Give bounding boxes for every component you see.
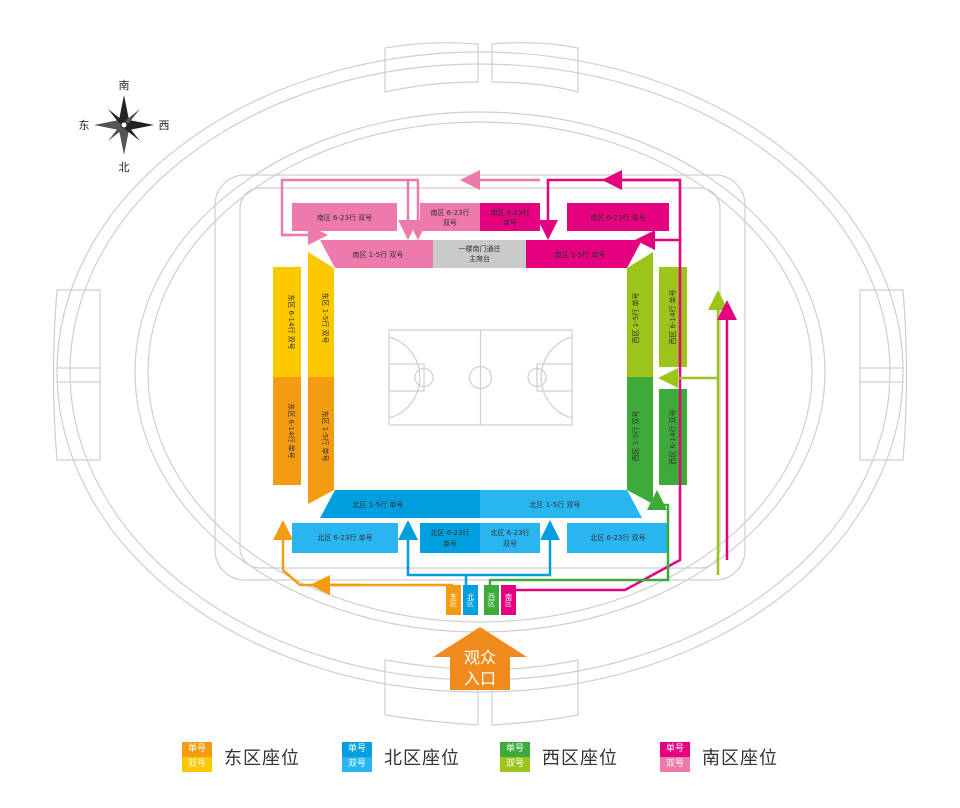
label-n-upper-m2a: 北区 6-23行: [490, 528, 529, 537]
legend-east-swatch: 单号 双号: [182, 742, 212, 772]
label-n-lower-l: 北区 1-5行 单号: [353, 500, 404, 509]
section-north-lower-right[interactable]: [480, 490, 642, 518]
gate-east-label: 东区: [450, 592, 458, 607]
section-south-center: [433, 240, 526, 268]
compass-west: 西: [159, 119, 170, 132]
label-w-inner-top: 西区 1-5行 单号: [631, 293, 640, 344]
compass-icon: 南 北 东 西: [79, 79, 170, 174]
label-n-upper-m2b: 双号: [503, 540, 517, 548]
legend-south-single: 单号: [660, 742, 690, 757]
section-west-inner-bottom[interactable]: [627, 377, 653, 504]
gate-north[interactable]: [463, 585, 478, 615]
section-north-upper-left[interactable]: [292, 523, 398, 553]
legend-south-double: 双号: [660, 757, 690, 772]
section-east-outer-top[interactable]: [273, 267, 301, 377]
label-w-inner-bot: 西区 1-5行 双号: [631, 411, 640, 462]
section-labels: 南区 6-23行 双号 南区 6-23行 双号 南区 6-23行 单号 南区 6…: [287, 208, 677, 548]
legend-north-label: 北区座位: [384, 748, 460, 769]
label-s-lower-l: 南区 1-5行 双号: [353, 250, 404, 259]
label-s-upper-l: 南区 6-23行 双号: [317, 213, 372, 222]
section-west-outer-bottom[interactable]: [659, 389, 687, 485]
label-s-center-a: 一楼南门通往: [459, 244, 501, 253]
label-s-lower-r: 南区 1-5行 单号: [555, 250, 606, 259]
label-e-inner-top: 东区 1-5行 双号: [321, 293, 330, 344]
legend-east: 单号 双号 东区座位: [182, 740, 300, 774]
section-south-lower-left[interactable]: [320, 240, 433, 268]
legend-east-single: 单号: [182, 742, 212, 757]
legend-east-label: 东区座位: [224, 748, 300, 769]
legend-east-double: 双号: [182, 757, 212, 772]
legend-south: 单号 双号 南区座位: [660, 740, 778, 774]
section-south-upper-mid1[interactable]: [420, 203, 480, 231]
legend-south-swatch: 单号 双号: [660, 742, 690, 772]
legend-west: 单号 双号 西区座位: [500, 740, 618, 774]
route-paths: [273, 170, 737, 615]
entrance-line1: 观众: [464, 648, 496, 667]
label-n-lower-r: 北区 1-5行 双号: [530, 500, 581, 509]
label-n-upper-l: 北区 6-23行 单号: [317, 533, 372, 542]
gate-east[interactable]: [446, 585, 461, 615]
label-w-outer-bot: 西区 6-14行 双号: [668, 409, 677, 464]
legend-west-swatch: 单号 双号: [500, 742, 530, 772]
legend-west-label: 西区座位: [542, 748, 618, 769]
legend-west-double: 双号: [500, 757, 530, 772]
gates: 东区 北区 西区 南区: [446, 585, 516, 615]
label-n-upper-r: 北区 6-23行 双号: [590, 533, 645, 542]
section-south-upper-right[interactable]: [567, 203, 669, 231]
entrance-arrow[interactable]: 观众 入口: [433, 627, 527, 690]
label-s-upper-m2a: 南区 6-23行: [490, 208, 529, 217]
section-east-inner-top[interactable]: [308, 252, 334, 377]
compass-north: 北: [119, 161, 130, 174]
legend-north-swatch: 单号 双号: [342, 742, 372, 772]
section-west-inner-top[interactable]: [627, 252, 653, 377]
section-north-lower-left[interactable]: [320, 490, 480, 518]
entrance-line2: 入口: [464, 669, 496, 688]
gate-west[interactable]: [484, 585, 499, 615]
label-s-upper-m1b: 双号: [443, 219, 457, 227]
label-s-center-b: 主席台: [469, 254, 490, 263]
legend-west-single: 单号: [500, 742, 530, 757]
compass-south: 南: [119, 79, 130, 92]
label-s-upper-r: 南区 6-23行 单号: [590, 213, 645, 222]
legend-south-label: 南区座位: [702, 748, 778, 769]
seating-sections: [273, 203, 687, 553]
compass-east: 东: [79, 119, 90, 132]
section-south-lower-right[interactable]: [526, 240, 642, 268]
gate-south-label: 南区: [505, 592, 513, 607]
section-east-outer-bottom[interactable]: [273, 377, 301, 485]
section-west-outer-top[interactable]: [659, 267, 687, 367]
label-e-outer-top: 东区 6-14行 双号: [287, 294, 296, 349]
section-north-upper-mid2[interactable]: [480, 523, 540, 553]
section-east-inner-bottom[interactable]: [308, 377, 334, 504]
label-s-upper-m1a: 南区 6-23行: [430, 208, 469, 217]
section-north-upper-mid1[interactable]: [420, 523, 480, 553]
gate-west-label: 西区: [488, 593, 496, 607]
gate-south[interactable]: [501, 585, 516, 615]
label-e-outer-bot: 东区 6-14行 单号: [287, 403, 296, 458]
gate-north-label: 北区: [467, 593, 475, 607]
legend-north-double: 双号: [342, 757, 372, 772]
stadium-outline: [52, 42, 908, 726]
label-s-upper-m2b: 单号: [503, 218, 517, 227]
section-south-upper-mid2[interactable]: [480, 203, 540, 231]
legend-north-single: 单号: [342, 742, 372, 757]
legend-north: 单号 双号 北区座位: [342, 740, 460, 774]
label-n-upper-m1b: 单号: [443, 539, 457, 548]
section-north-upper-right[interactable]: [567, 523, 669, 553]
label-e-inner-bot: 东区 1-5行 单号: [321, 411, 330, 462]
label-n-upper-m1a: 北区 6-23行: [430, 528, 469, 537]
label-w-outer-top: 西区 6-14行 单号: [668, 289, 677, 344]
